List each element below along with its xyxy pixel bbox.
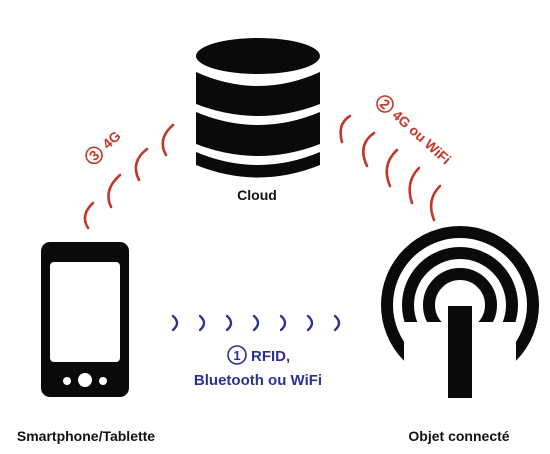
antenna-mast <box>448 306 472 398</box>
object-label: Objet connecté <box>408 428 509 444</box>
link-label-phone-cloud: 3 4G <box>85 127 124 165</box>
phone-label: Smartphone/Tablette <box>17 428 155 444</box>
number-badge-3 <box>85 146 103 165</box>
link-label-1-line2: Bluetooth ou WiFi <box>194 372 322 389</box>
link-label-phone-object: 1 RFID, Bluetooth ou WiFi <box>194 345 322 389</box>
link-label-3: 4G <box>99 127 124 151</box>
signal-arcs-phone-cloud <box>83 123 175 230</box>
cloud-label: Cloud <box>237 187 277 203</box>
signal-arcs-phone-object <box>171 314 341 332</box>
smartphone-icon <box>41 242 129 397</box>
number-badge-1 <box>227 345 247 365</box>
signal-arcs-object-cloud <box>339 114 442 222</box>
link-number-1: 1 <box>233 348 240 363</box>
database-icon <box>196 38 320 178</box>
link-label-2: 4G ou WiFi <box>389 107 454 168</box>
number-badge-2 <box>376 95 394 113</box>
link-label-object-cloud: 2 4G ou WiFi <box>376 95 454 168</box>
link-label-1-line1: RFID, <box>251 348 290 365</box>
